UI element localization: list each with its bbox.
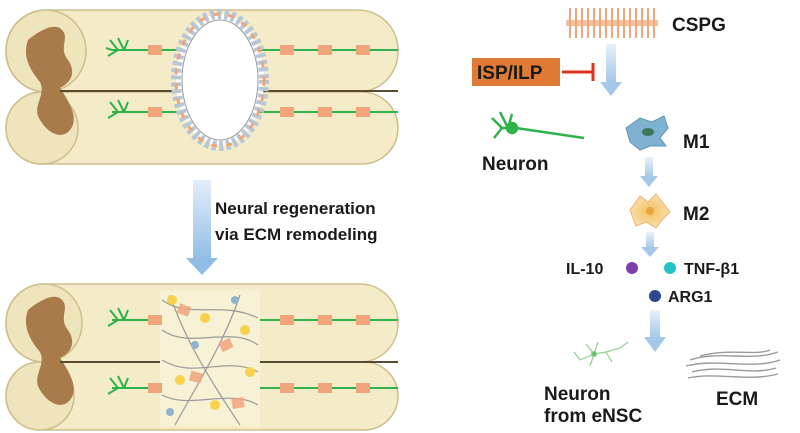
il10-dot [626, 262, 638, 274]
inhibition-icon [562, 63, 595, 81]
nsc-neuron-icon [573, 341, 629, 367]
neuron-label: Neuron [482, 154, 549, 175]
m2-label: M2 [683, 204, 709, 225]
arrow-m2-cytokines [641, 232, 659, 257]
isp-box [472, 58, 560, 86]
neuron-cell-icon [491, 111, 585, 140]
regenerated-nerve-illustration [5, 283, 399, 431]
lesion-cavity [171, 9, 269, 151]
regeneration-arrow [186, 180, 218, 275]
m2-macrophage-icon [629, 193, 671, 229]
nsc-label-line2: from eNSC [544, 406, 642, 427]
arrow-caption-line2: via ECM remodeling [215, 225, 377, 244]
m1-label: M1 [683, 132, 710, 153]
neuron-icon [105, 37, 130, 119]
spinal-bone-shape-lower [25, 296, 74, 405]
ecm-label: ECM [716, 389, 758, 410]
arg1-label: ARG1 [668, 289, 713, 306]
arrow-cspg-m1 [600, 44, 622, 96]
tnf-label: TNF-β1 [684, 261, 739, 278]
isp-label: ISP/ILP [477, 63, 543, 84]
tnf-dot [664, 262, 676, 274]
neuron-icon-lower [107, 307, 130, 395]
myelin-nodes-lower [148, 315, 370, 393]
cspg-icon [566, 8, 658, 38]
ecm-fibers-icon [685, 349, 781, 379]
myelin-nodes [148, 45, 370, 117]
cspg-label: CSPG [672, 15, 726, 36]
arg1-dot [649, 290, 661, 302]
il10-label: IL-10 [566, 261, 603, 278]
arrow-caption-line1: Neural regeneration [215, 199, 376, 218]
m1-macrophage-icon [625, 115, 669, 151]
spinal-bone-shape [25, 26, 74, 135]
nsc-label-line1: Neuron [544, 384, 611, 405]
ecm-remodeling-region [160, 290, 260, 426]
arrow-m1-m2 [640, 157, 658, 187]
injured-nerve-illustration [5, 9, 399, 165]
arrow-cytokines-outcomes [644, 310, 666, 352]
